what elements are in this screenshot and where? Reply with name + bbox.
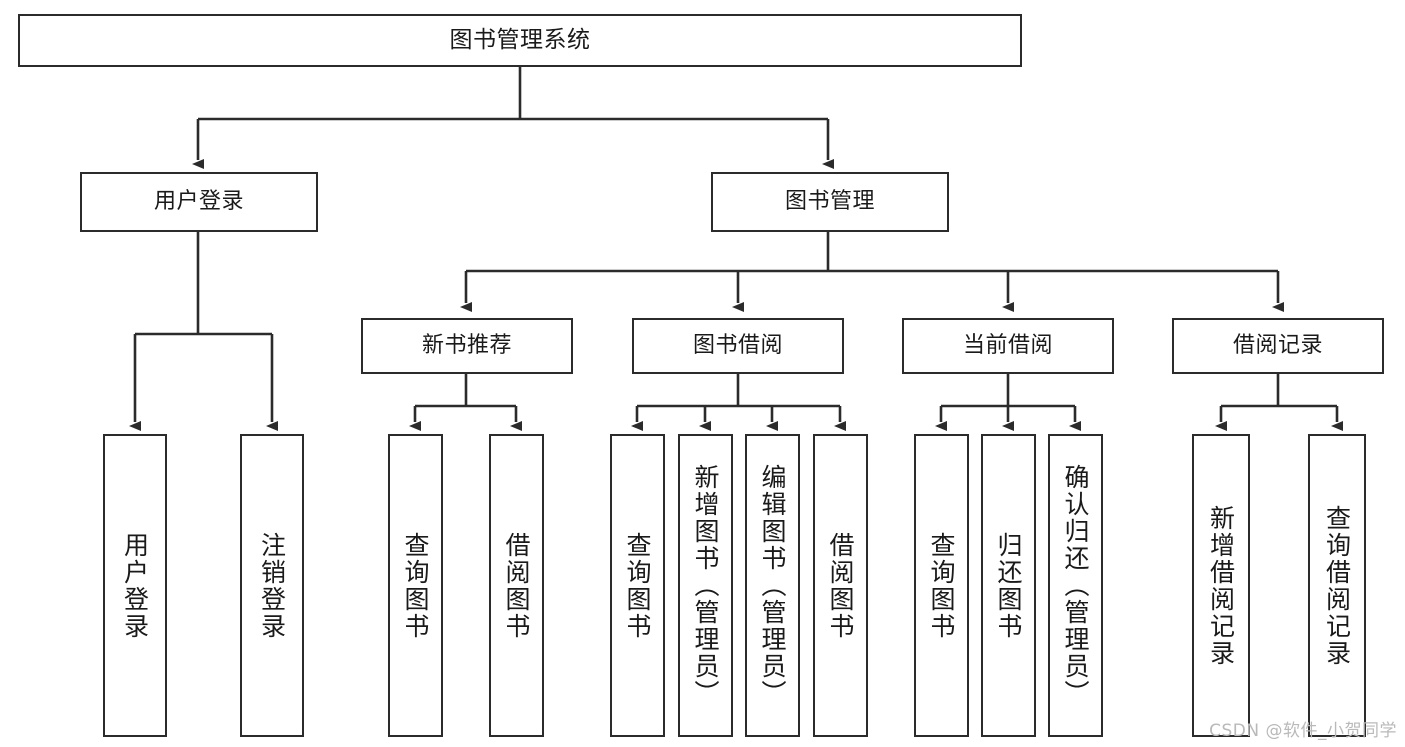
node-root[interactable]: 图书管理系统 <box>18 14 1022 67</box>
leaf-return-book-label: 归还图书 <box>994 531 1023 640</box>
leaf-borrow-book-1[interactable]: 借阅图书 <box>489 434 544 737</box>
leaf-borrow-book-2-label: 借阅图书 <box>826 531 855 640</box>
node-current-borrow-label: 当前借阅 <box>962 332 1053 358</box>
leaf-query-book-2-label: 查询图书 <box>623 531 652 640</box>
leaf-add-book-label: 新增图书（管理员） <box>691 464 720 707</box>
leaf-edit-book[interactable]: 编辑图书（管理员） <box>745 434 800 737</box>
node-borrow-record-label: 借阅记录 <box>1232 332 1323 358</box>
csdn-watermark: CSDN @软件_小贺同学 <box>1209 721 1397 741</box>
leaf-user-login-label: 用户登录 <box>120 531 150 640</box>
node-book-manage-label: 图书管理 <box>784 188 875 214</box>
leaf-query-book-2[interactable]: 查询图书 <box>610 434 665 737</box>
leaf-query-book-1[interactable]: 查询图书 <box>388 434 443 737</box>
leaf-borrow-book-2[interactable]: 借阅图书 <box>813 434 868 737</box>
node-user-login-label: 用户登录 <box>153 188 244 214</box>
leaf-add-record[interactable]: 新增借阅记录 <box>1192 434 1250 737</box>
node-root-label: 图书管理系统 <box>449 26 591 53</box>
leaf-logout-login[interactable]: 注销登录 <box>240 434 304 737</box>
node-new-book-recommend-label: 新书推荐 <box>421 332 512 358</box>
node-book-borrow-label: 图书借阅 <box>692 332 783 358</box>
node-book-borrow[interactable]: 图书借阅 <box>632 318 844 374</box>
leaf-add-record-label: 新增借阅记录 <box>1206 504 1236 667</box>
leaf-logout-login-label: 注销登录 <box>257 531 287 640</box>
leaf-borrow-book-1-label: 借阅图书 <box>502 531 531 640</box>
node-user-login[interactable]: 用户登录 <box>80 172 318 232</box>
leaf-return-book[interactable]: 归还图书 <box>981 434 1036 737</box>
leaf-add-book[interactable]: 新增图书（管理员） <box>678 434 733 737</box>
leaf-confirm-return-label: 确认归还（管理员） <box>1061 464 1090 707</box>
node-new-book-recommend[interactable]: 新书推荐 <box>361 318 573 374</box>
leaf-query-record-label: 查询借阅记录 <box>1322 504 1352 667</box>
node-book-manage[interactable]: 图书管理 <box>711 172 949 232</box>
leaf-user-login[interactable]: 用户登录 <box>103 434 167 737</box>
leaf-query-record[interactable]: 查询借阅记录 <box>1308 434 1366 737</box>
leaf-confirm-return[interactable]: 确认归还（管理员） <box>1048 434 1103 737</box>
node-current-borrow[interactable]: 当前借阅 <box>902 318 1114 374</box>
leaf-edit-book-label: 编辑图书（管理员） <box>758 464 787 707</box>
node-borrow-record[interactable]: 借阅记录 <box>1172 318 1384 374</box>
leaf-query-book-3-label: 查询图书 <box>927 531 956 640</box>
leaf-query-book-3[interactable]: 查询图书 <box>914 434 969 737</box>
leaf-query-book-1-label: 查询图书 <box>401 531 430 640</box>
